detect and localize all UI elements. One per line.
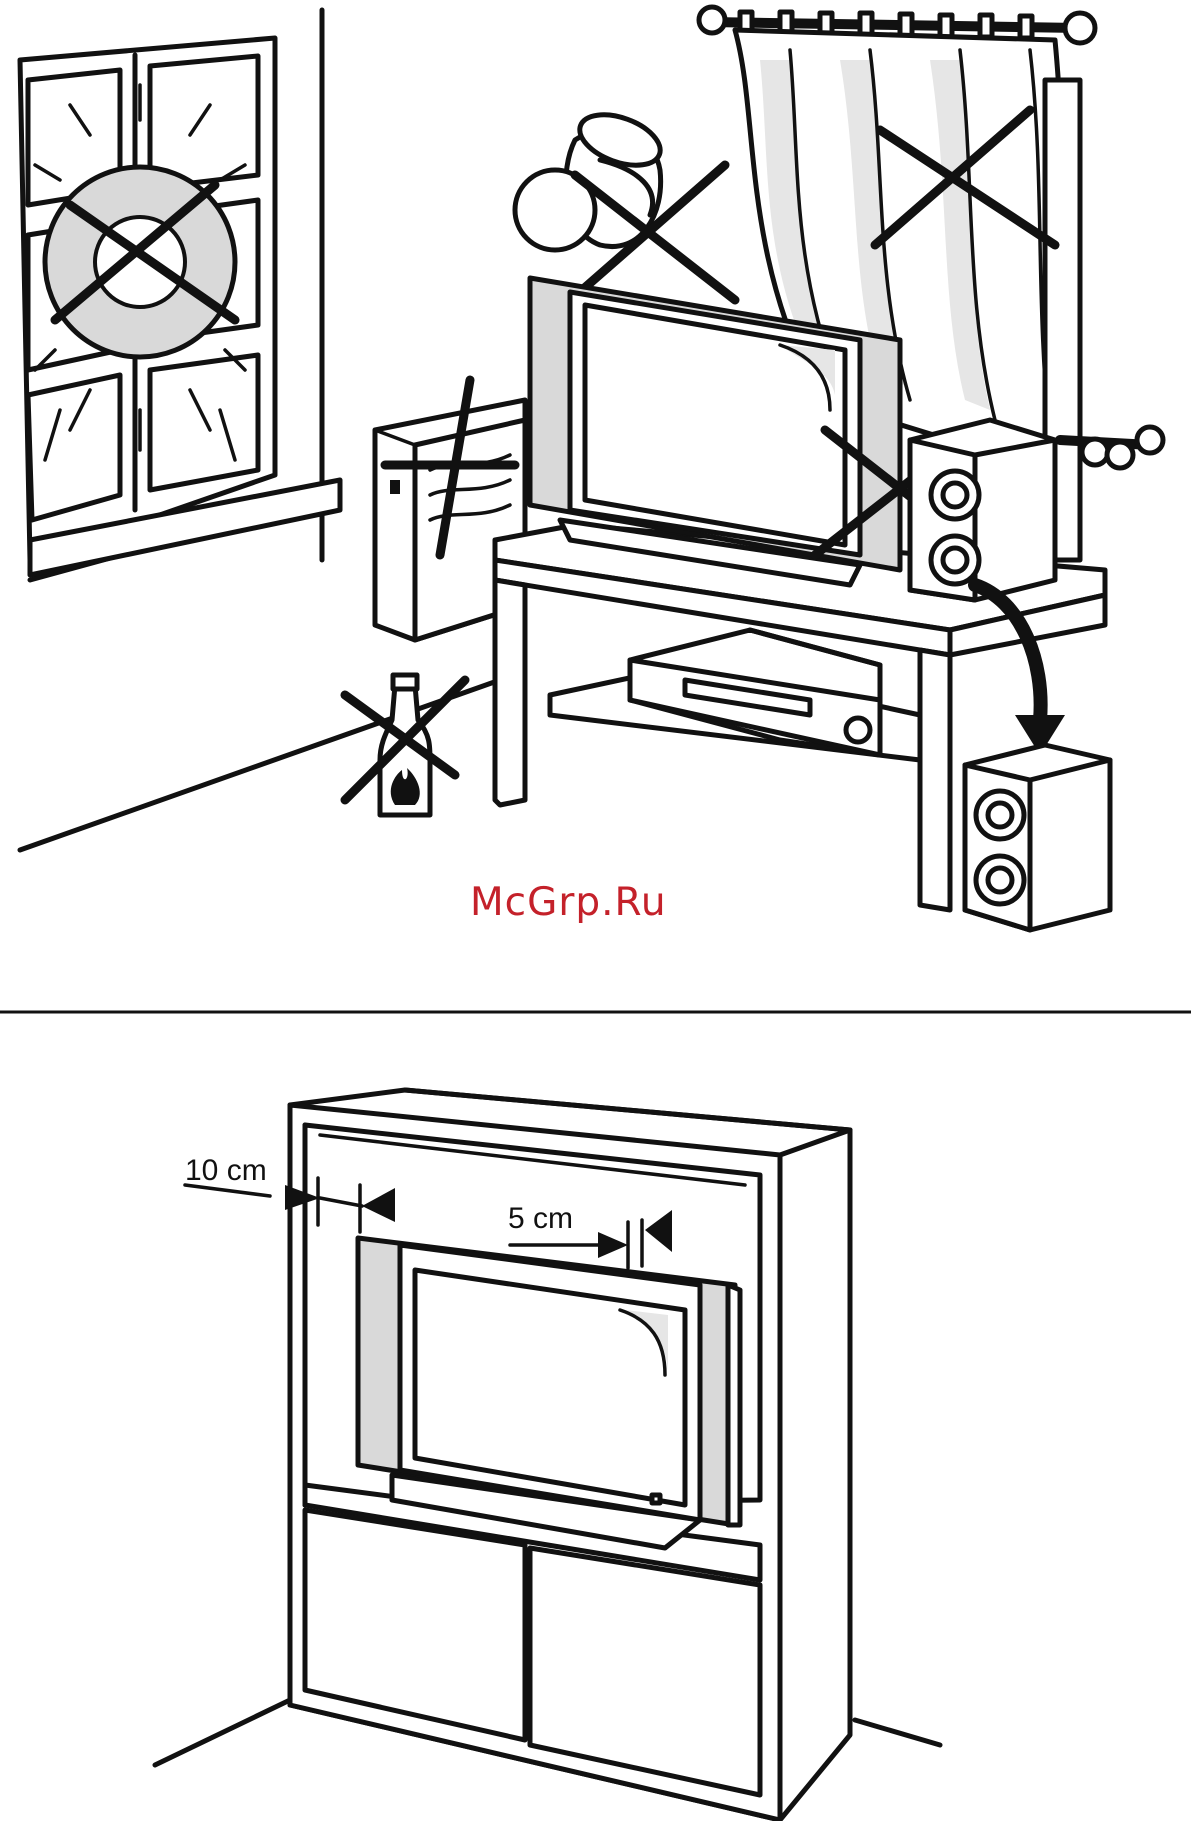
speaker-icon: [910, 420, 1055, 600]
top-clearance-label: 5 cm: [508, 1202, 573, 1235]
speaker-icon: [965, 745, 1110, 930]
tv-icon: [358, 1238, 740, 1548]
watermark: McGrp.Ru: [470, 880, 730, 925]
side-clearance-label: 10 cm: [185, 1154, 267, 1187]
